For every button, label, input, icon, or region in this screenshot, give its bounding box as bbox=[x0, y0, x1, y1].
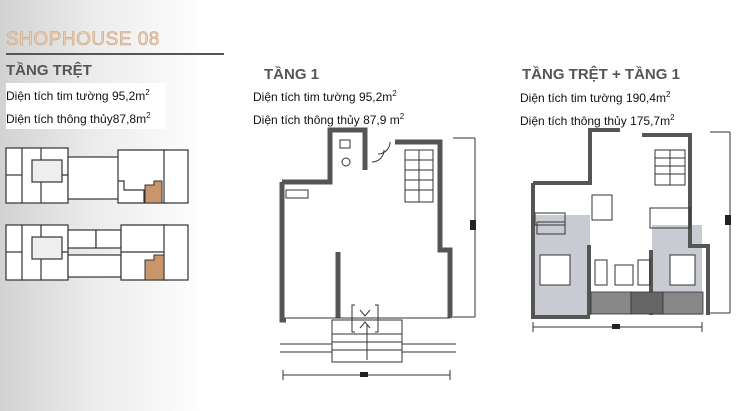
ground-floor-key-plan bbox=[5, 147, 189, 204]
page-title: SHOPHOUSE 08 bbox=[6, 29, 160, 51]
section-heading-ground-floor: TẦNG TRỆT bbox=[6, 62, 92, 79]
title-divider bbox=[6, 53, 224, 55]
section-heading-combined: TẦNG TRỆT + TẦNG 1 bbox=[522, 66, 680, 83]
area-wall-text: Diện tích tim tường 95,2m2 bbox=[253, 89, 397, 104]
area-info-first-floor: Diện tích tim tường 95,2m2 Diện tích thô… bbox=[253, 84, 405, 130]
section-heading-first-floor: TẦNG 1 bbox=[264, 66, 320, 83]
area-net-text: Diện tích thông thủy87,8m2 bbox=[6, 111, 151, 126]
area-net-text: Diện tích thông thủy 175,7m2 bbox=[520, 113, 675, 128]
area-wall-text: Diện tích tim tường 190,4m2 bbox=[520, 90, 671, 105]
first-floor-key-plan bbox=[5, 224, 189, 281]
area-net-text: Diện tích thông thủy 87,9 m2 bbox=[253, 112, 405, 127]
area-info-ground-floor: Diện tích tim tường 95,2m2 Diện tích thô… bbox=[6, 83, 166, 129]
area-info-combined: Diện tích tim tường 190,4m2 Diện tích th… bbox=[520, 85, 675, 131]
background-gradient bbox=[0, 0, 260, 411]
area-wall-text: Diện tích tim tường 95,2m2 bbox=[6, 88, 150, 103]
first-floor-plan bbox=[279, 127, 476, 380]
combined-floor-plan bbox=[531, 128, 731, 332]
